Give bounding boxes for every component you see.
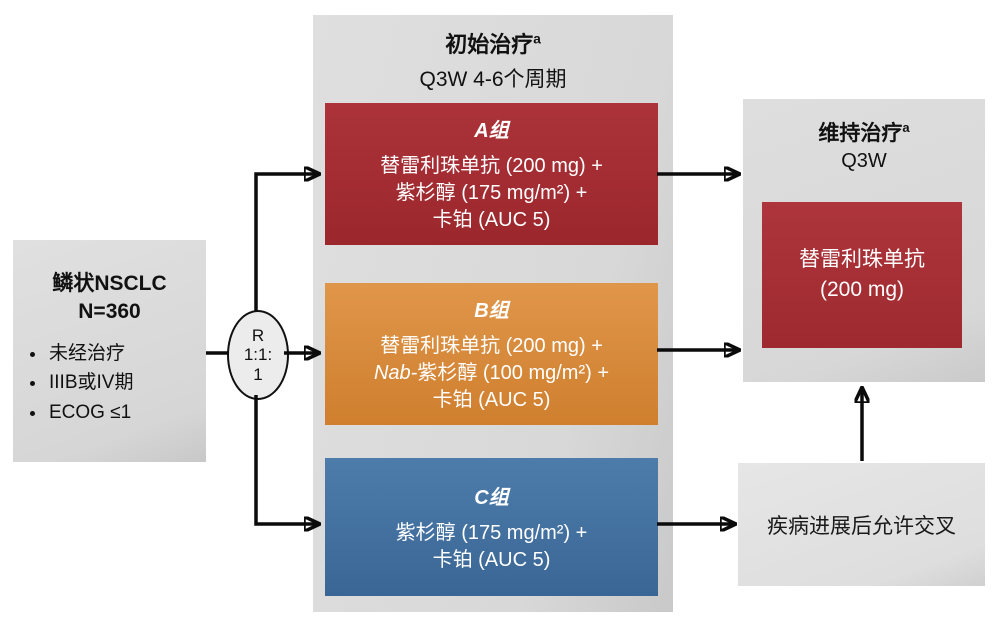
arm-c-box: C组 紫杉醇 (175 mg/m²) + 卡铂 (AUC 5) <box>325 458 658 596</box>
arm-a-box: A组 替雷利珠单抗 (200 mg) + 紫杉醇 (175 mg/m²) + 卡… <box>325 103 658 245</box>
arm-b-box: B组 替雷利珠单抗 (200 mg) + Nab-紫杉醇 (100 mg/m²)… <box>325 283 658 425</box>
arm-c-line-2: 卡铂 (AUC 5) <box>432 548 551 571</box>
arm-c-line-1: 紫杉醇 (175 mg/m²) + <box>395 521 588 544</box>
maintenance-subtitle: Q3W <box>841 150 887 172</box>
arm-a-line-2: 紫杉醇 (175 mg/m²) + <box>395 182 588 204</box>
randomization-line-2: 1:1: <box>243 345 273 365</box>
maintenance-panel: 维持治疗a Q3W 替雷利珠单抗 (200 mg) <box>743 99 985 382</box>
maintenance-title: 维持治疗a <box>743 117 985 147</box>
arm-a-title: A组 <box>474 120 509 142</box>
maintenance-title-text: 维持治疗 <box>818 122 903 145</box>
crossover-box: 疾病进展后允许交叉 <box>738 463 985 586</box>
arm-c-title: C组 <box>474 486 509 509</box>
arm-b-nab-italic: Nab- <box>373 362 418 384</box>
maintenance-footnote-marker: a <box>902 120 910 135</box>
arm-b-line-2-rest: 紫杉醇 (100 mg/m²) + <box>417 362 610 384</box>
arm-b-title: B组 <box>474 300 509 322</box>
arm-b-line-2: Nab-紫杉醇 (100 mg/m²) + <box>325 360 658 387</box>
arm-a-line-1: 替雷利珠单抗 (200 mg) + <box>380 155 603 177</box>
population-title-line-1: 鳞状NSCLC <box>52 272 167 295</box>
randomization-node: R 1:1: 1 <box>227 310 289 400</box>
population-box: 鳞状NSCLC N=360 未经治疗 IIIB或IV期 ECOG ≤1 <box>13 240 206 462</box>
arm-b-line-3: 卡铂 (AUC 5) <box>432 389 551 411</box>
randomization-line-3: 1 <box>253 364 263 384</box>
population-title-line-2: N=360 <box>78 300 141 324</box>
arm-a-line-3: 卡铂 (AUC 5) <box>432 209 551 231</box>
criteria-item-1: 未经治疗 <box>47 339 206 368</box>
initial-therapy-title-text: 初始治疗 <box>445 32 534 57</box>
crossover-label: 疾病进展后允许交叉 <box>767 514 956 538</box>
maintenance-drug-line-2: (200 mg) <box>819 278 905 301</box>
criteria-item-3: ECOG ≤1 <box>47 398 206 427</box>
population-title: 鳞状NSCLC N=360 <box>13 270 206 327</box>
randomization-line-1: R <box>251 325 265 345</box>
arm-b-line-1: 替雷利珠单抗 (200 mg) + <box>380 335 603 357</box>
maintenance-drug-box: 替雷利珠单抗 (200 mg) <box>762 202 962 348</box>
initial-therapy-footnote-marker: a <box>533 31 541 47</box>
initial-therapy-subtitle: Q3W 4-6个周期 <box>419 68 567 91</box>
initial-therapy-title: 初始治疗a <box>313 27 673 59</box>
maintenance-drug-line-1: 替雷利珠单抗 <box>799 247 925 271</box>
arrow-randomization-to-arm-a <box>254 174 318 311</box>
initial-therapy-panel: 初始治疗a Q3W 4-6个周期 A组 替雷利珠单抗 (200 mg) + 紫杉… <box>313 15 673 612</box>
arrow-randomization-to-arm-c <box>254 395 318 524</box>
population-criteria-list: 未经治疗 IIIB或IV期 ECOG ≤1 <box>21 339 206 427</box>
criteria-item-2: IIIB或IV期 <box>47 368 206 397</box>
initial-therapy-header: 初始治疗a Q3W 4-6个周期 <box>313 27 673 93</box>
